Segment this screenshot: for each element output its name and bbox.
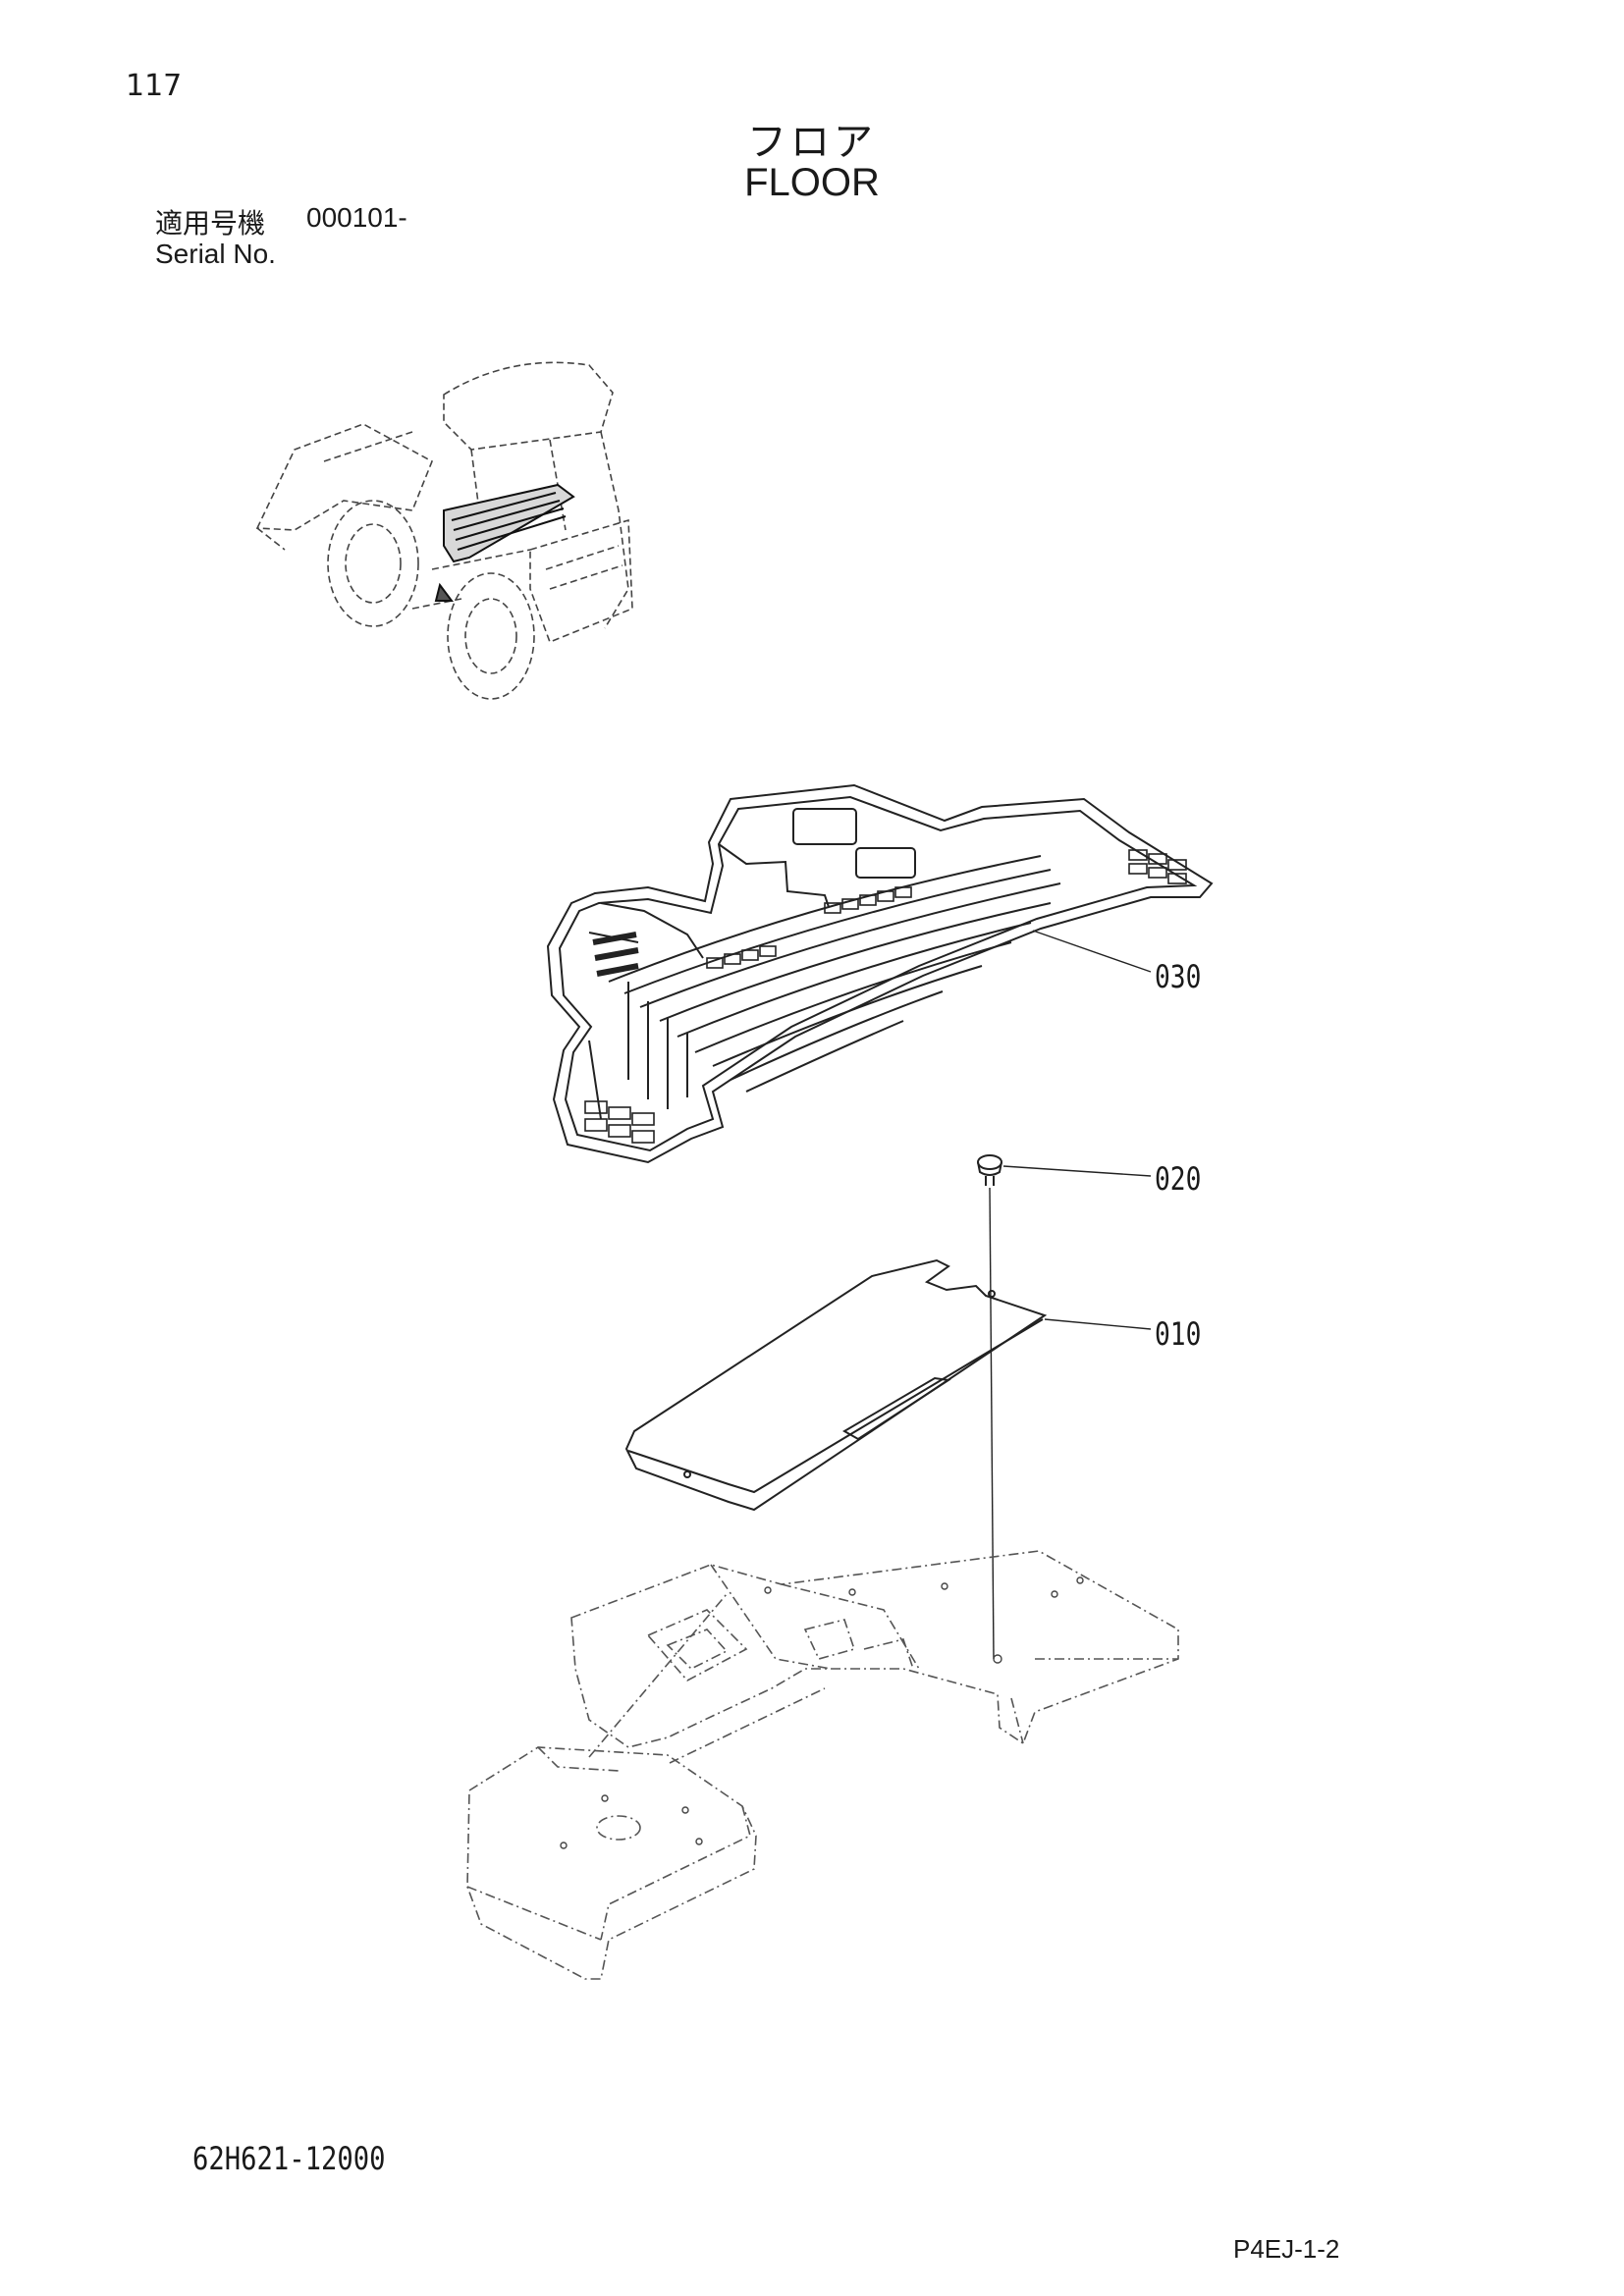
page-title-japanese: フロア bbox=[747, 120, 877, 165]
screw-part-020 bbox=[977, 1154, 1002, 1186]
callout-020: 020 bbox=[1155, 1160, 1202, 1198]
floor-plate-part-010 bbox=[624, 1258, 1048, 1512]
floor-mat-part-030 bbox=[546, 783, 1214, 1164]
machine-overview-illustration bbox=[255, 361, 633, 700]
callout-030: 030 bbox=[1155, 958, 1202, 995]
document-code: P4EJ-1-2 bbox=[1233, 2234, 1340, 2264]
overview-floor-highlight bbox=[434, 483, 575, 602]
frame-holes bbox=[560, 1576, 1084, 1849]
drawing-number: 62H621-12000 bbox=[192, 2140, 386, 2177]
callout-leader-lines bbox=[1002, 930, 1152, 1330]
serial-label-japanese: 適用号機 bbox=[155, 207, 266, 240]
page-title-english: FLOOR bbox=[744, 161, 880, 204]
cab-frame-reference bbox=[466, 1550, 1179, 1980]
assembly-axis-line bbox=[989, 1187, 995, 1660]
serial-label-english: Serial No. bbox=[155, 239, 276, 269]
serial-number-value: 000101- bbox=[306, 202, 407, 233]
page-number: 117 bbox=[126, 69, 183, 103]
callout-010: 010 bbox=[1155, 1315, 1202, 1353]
